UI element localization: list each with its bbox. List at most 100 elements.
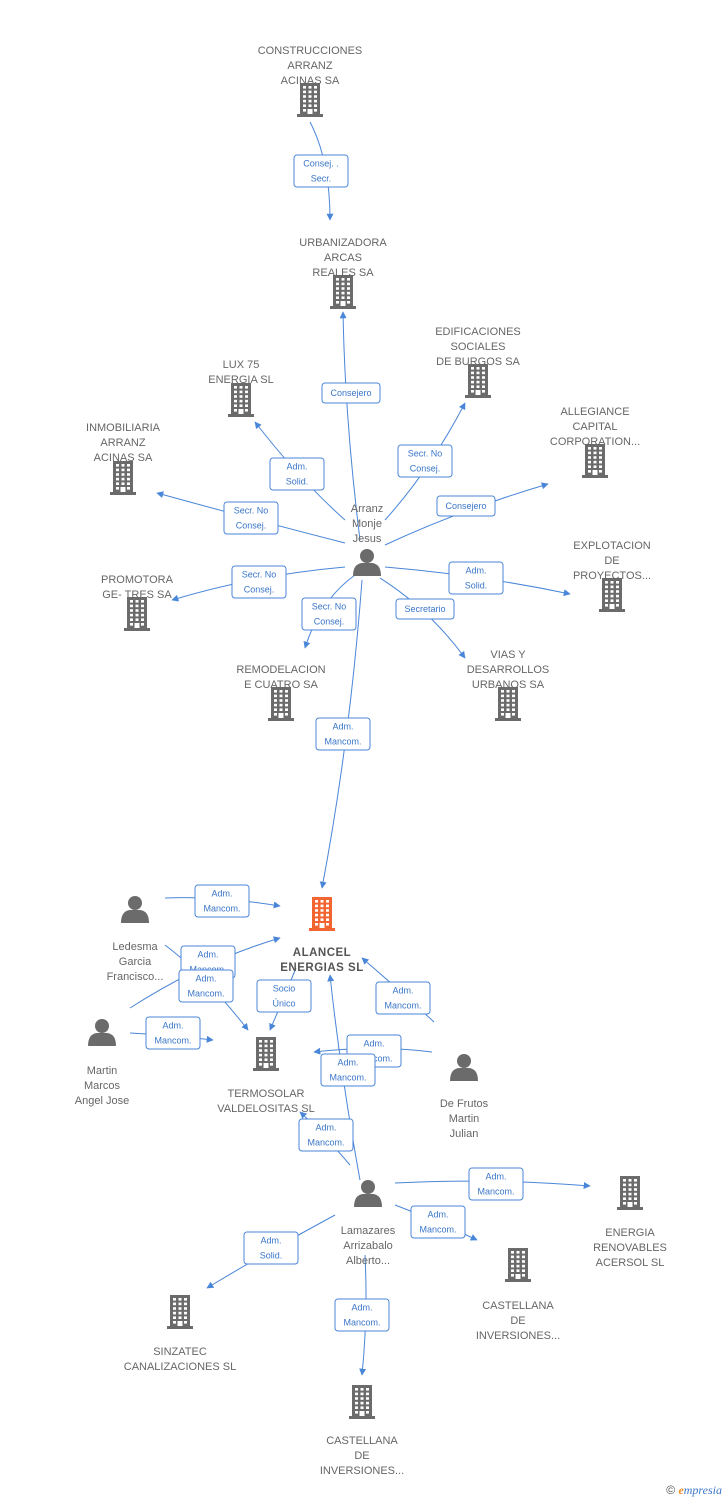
- node-explotacion[interactable]: EXPLOTACIONDEPROYECTOS...: [573, 540, 651, 612]
- edge-label-box: [397, 444, 453, 478]
- edge-label-box: [223, 501, 279, 535]
- building-icon: [124, 597, 150, 631]
- edge-label[interactable]: Adm. Mancom.: [194, 884, 250, 918]
- edge-label-text: Adm.: [351, 1303, 372, 1313]
- edge-label[interactable]: Adm. Solid.: [269, 457, 325, 491]
- edge-label[interactable]: Adm.Solid.: [243, 1231, 299, 1265]
- node-ledesma[interactable]: LedesmaGarciaFrancisco...: [107, 896, 164, 983]
- edge-label-text: Secr. No: [312, 602, 347, 612]
- edge-label-text: Mancom.: [203, 904, 240, 914]
- edge-label-box: [269, 457, 325, 491]
- node-label: VALDELOSITAS SL: [217, 1103, 314, 1115]
- edge-label-text: Secr. No: [242, 570, 277, 580]
- edge-label-box: [410, 1205, 466, 1239]
- edge-label-text: Mancom.: [324, 737, 361, 747]
- node-label: INVERSIONES...: [476, 1330, 560, 1342]
- node-castellana2[interactable]: CASTELLANADEINVERSIONES...: [320, 1385, 404, 1477]
- edge-label-text: Consej. .: [303, 159, 339, 169]
- node-lamazares[interactable]: LamazaresArrizabaloAlberto...: [341, 1180, 396, 1267]
- edge-label[interactable]: Adm.Mancom.: [178, 969, 234, 1003]
- building-icon: [167, 1295, 193, 1329]
- node-label: Arranz: [351, 503, 383, 515]
- footer-brand[interactable]: © empresia: [666, 1483, 722, 1498]
- node-label: Angel Jose: [75, 1095, 129, 1107]
- node-label: ENERGIA SL: [208, 374, 273, 386]
- node-label: ARCAS: [324, 252, 362, 264]
- edge-label-box: [145, 1016, 201, 1050]
- node-label: EDIFICACIONES: [435, 326, 521, 338]
- edge-label-text: Consejero: [330, 388, 371, 398]
- edge-label[interactable]: Adm.Mancom.: [320, 1053, 376, 1087]
- edge-label-text: Mancom.: [307, 1138, 344, 1148]
- edge-label-text: Mancom.: [187, 989, 224, 999]
- edge-label[interactable]: Adm.Mancom.: [145, 1016, 201, 1050]
- edge-label[interactable]: Consej. .Secr.: [293, 154, 349, 188]
- node-label: DE BURGOS SA: [436, 356, 520, 368]
- edge-label[interactable]: Adm.Mancom.: [334, 1298, 390, 1332]
- node-label: Jesus: [353, 533, 382, 545]
- node-label: Julian: [450, 1128, 479, 1140]
- node-label: ENERGIA: [605, 1227, 655, 1239]
- building-icon: [599, 578, 625, 612]
- edge-label[interactable]: Consejero: [436, 495, 496, 517]
- node-energia_renov[interactable]: ENERGIA RENOVABLES ACERSOL SL: [593, 1176, 667, 1269]
- edge-label-text: Adm.: [286, 462, 307, 472]
- edge-label[interactable]: Adm. Mancom.: [298, 1118, 354, 1152]
- node-label: CAPITAL: [572, 421, 617, 433]
- node-label: Garcia: [119, 956, 152, 968]
- edge-label-text: Solid.: [286, 477, 309, 487]
- building-icon: [309, 897, 335, 931]
- edge-label-box: [321, 382, 381, 404]
- node-label: Marcos: [84, 1080, 121, 1092]
- edge-label[interactable]: Adm.Mancom.: [468, 1167, 524, 1201]
- edge-label-text: Adm.: [315, 1123, 336, 1133]
- edge-label-box: [298, 1118, 354, 1152]
- person-icon: [354, 1180, 382, 1207]
- node-label: RENOVABLES: [593, 1242, 667, 1254]
- edge-label[interactable]: Consejero: [321, 382, 381, 404]
- node-label: ACINAS SA: [281, 75, 340, 87]
- edge-label-box: [315, 717, 371, 751]
- edge-label[interactable]: Adm.Mancom.: [410, 1205, 466, 1239]
- node-castellana1[interactable]: CASTELLANADEINVERSIONES...: [476, 1248, 560, 1342]
- person-icon: [353, 549, 381, 576]
- person-icon: [450, 1054, 478, 1081]
- node-label: CONSTRUCCIONES: [258, 45, 363, 57]
- node-allegiance[interactable]: ALLEGIANCECAPITALCORPORATION...: [550, 406, 640, 478]
- node-label: Alberto...: [346, 1255, 390, 1267]
- building-icon: [617, 1176, 643, 1210]
- edge-label[interactable]: Adm.Mancom.: [375, 981, 431, 1015]
- node-label: ACERSOL SL: [596, 1257, 665, 1269]
- edge-label-text: Adm.: [465, 566, 486, 576]
- node-label: Martin: [87, 1065, 118, 1077]
- node-label: VIAS Y: [490, 649, 526, 661]
- edge-label[interactable]: Adm.Solid.: [448, 561, 504, 595]
- node-label: REMODELACION: [236, 664, 325, 676]
- edge-label-text: Adm.: [427, 1210, 448, 1220]
- edge-label-box: [256, 979, 312, 1013]
- edge-label[interactable]: Secretario: [395, 598, 455, 620]
- edge-label[interactable]: Adm.Mancom.: [315, 717, 371, 751]
- building-icon: [228, 383, 254, 417]
- edge-label-text: Adm.: [211, 889, 232, 899]
